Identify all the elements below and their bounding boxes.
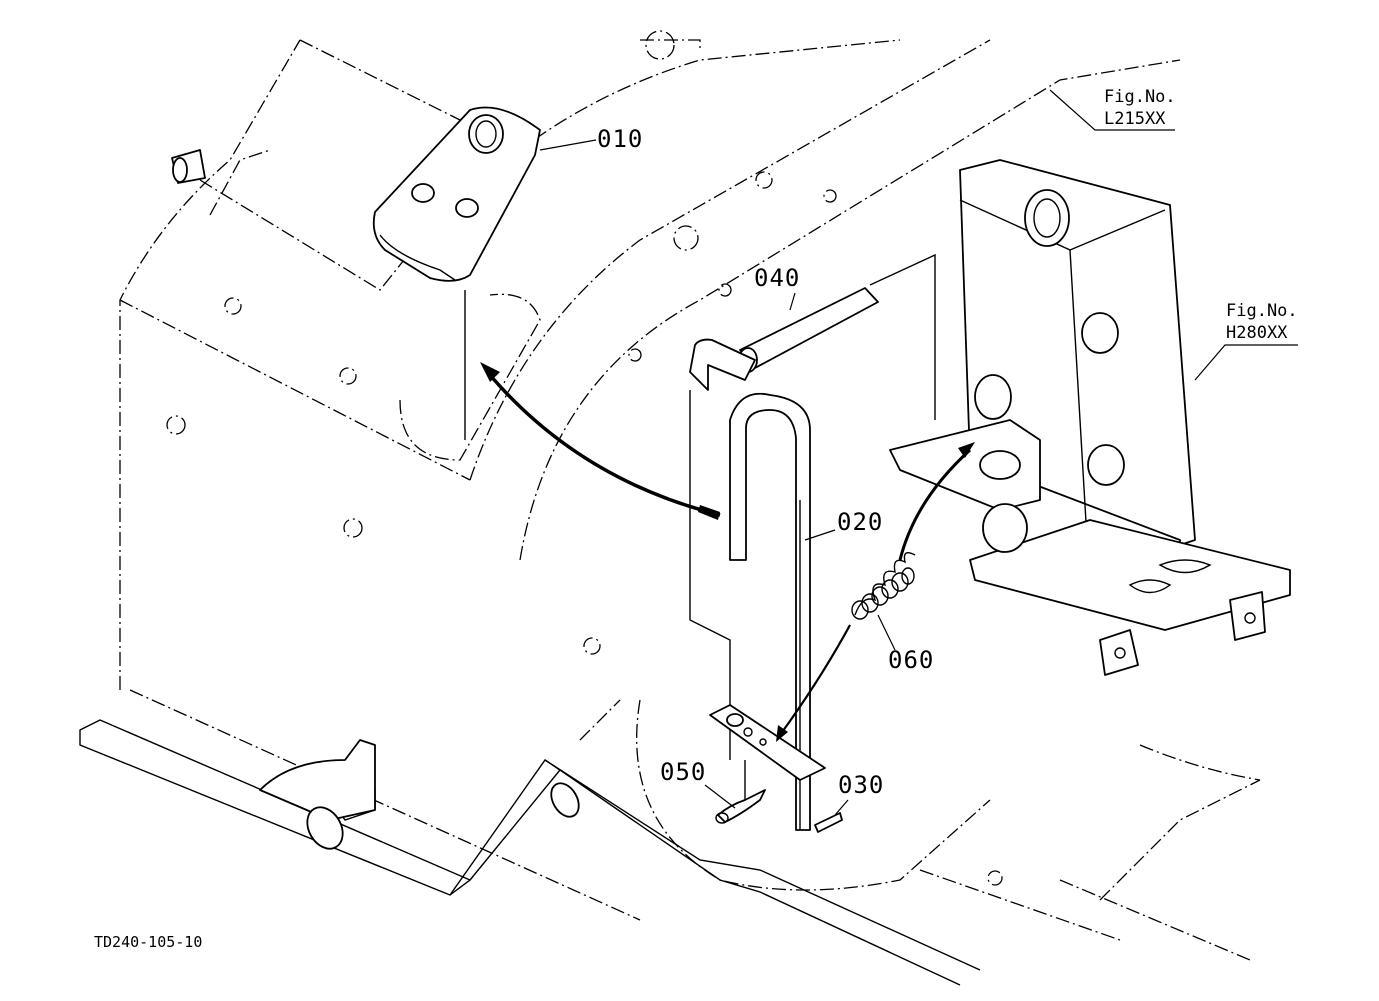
leader-lines [539,89,1298,816]
part-030-small-pin [814,812,843,833]
part-label-060: 060 [888,646,935,674]
part-050-clip [715,760,766,824]
lower-frame-rail [79,719,981,986]
part-060-spring [851,552,916,620]
part-label-050: 050 [660,758,707,786]
part-020-lever-rod [689,338,826,831]
part-label-020: 020 [837,508,884,536]
part-label-030: 030 [838,771,885,799]
part-010-cover-plate [372,106,541,440]
figure-reference-l215xx-line1: Fig.No. [1104,87,1176,107]
figure-reference-h280xx: Fig.No. H280XX [1226,300,1298,344]
figure-reference-l215xx: Fig.No. L215XX [1104,86,1176,130]
bolt-top-left [171,149,271,216]
part-label-040: 040 [754,264,801,292]
figure-reference-h280xx-line2: H280XX [1226,323,1288,343]
part-label-010: 010 [597,125,644,153]
right-bracket-assembly [889,159,1291,676]
assembly-arrows [480,362,975,742]
drawing-code: TD240-105-10 [94,933,203,951]
figure-reference-l215xx-line2: L215XX [1104,109,1166,129]
figure-reference-h280xx-line1: Fig.No. [1226,301,1298,321]
